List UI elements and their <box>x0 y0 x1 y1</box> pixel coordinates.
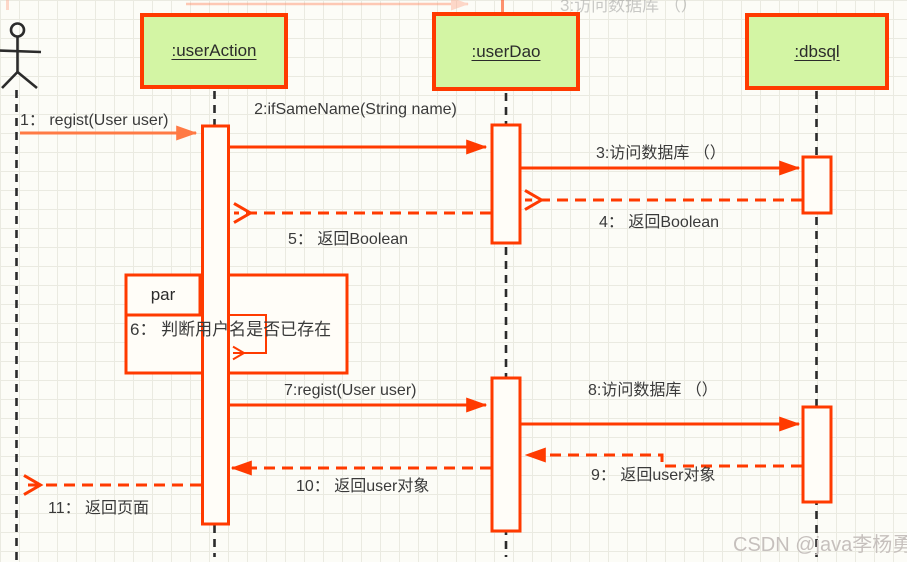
actor-arms <box>0 49 42 54</box>
actor-head <box>9 22 26 38</box>
message-label-1: 1： regist(User user) <box>20 112 169 129</box>
activation-useraction <box>201 124 230 526</box>
message-label-2: 2:ifSameName(String name) <box>254 101 457 118</box>
self-message-loop <box>228 314 267 361</box>
actor-figure <box>0 22 42 90</box>
message-label-11: 11： 返回页面 <box>48 500 150 517</box>
activation-userdao-1 <box>490 123 522 245</box>
lifeline-title-userdao: :userDao <box>471 41 541 61</box>
message-label-7: 7:regist(User user) <box>284 382 417 399</box>
message-label-9: 9： 返回user对象 <box>591 467 716 484</box>
ghost-message-text: 3:访问数据库 （） <box>560 0 698 15</box>
message-label-5: 5： 返回Boolean <box>288 231 409 248</box>
actor-leg-right <box>16 70 38 90</box>
message-arrow-9 <box>524 447 802 468</box>
message-label-6: 6： 判断用户名是否已存在 <box>130 320 332 339</box>
message-arrows <box>20 125 802 496</box>
watermark: CSDN @java李杨勇 <box>733 534 907 556</box>
activation-dbsql-2 <box>801 405 833 504</box>
lifeline-title-dbsql: :dbsql <box>794 41 840 61</box>
lifeline-box-useraction: :userAction <box>140 13 288 89</box>
message-label-10: 10： 返回user对象 <box>296 478 430 495</box>
message-label-8: 8:访问数据库 （） <box>588 382 718 399</box>
activation-bars <box>201 123 833 533</box>
par-label: par <box>150 285 176 304</box>
lifeline-box-dbsql: :dbsql <box>745 13 889 90</box>
activation-dbsql-1 <box>801 155 833 215</box>
activation-userdao-2 <box>490 376 522 533</box>
lifeline-title-useraction: :userAction <box>171 41 257 60</box>
lifeline-box-userdao: :userDao <box>432 12 580 91</box>
message-label-3: 3:访问数据库 （） <box>596 145 726 162</box>
message-label-4: 4： 返回Boolean <box>599 214 720 231</box>
ghost-fragments <box>6 0 504 12</box>
par-frame-label-box <box>124 273 202 317</box>
actor-leg-left <box>1 71 19 89</box>
